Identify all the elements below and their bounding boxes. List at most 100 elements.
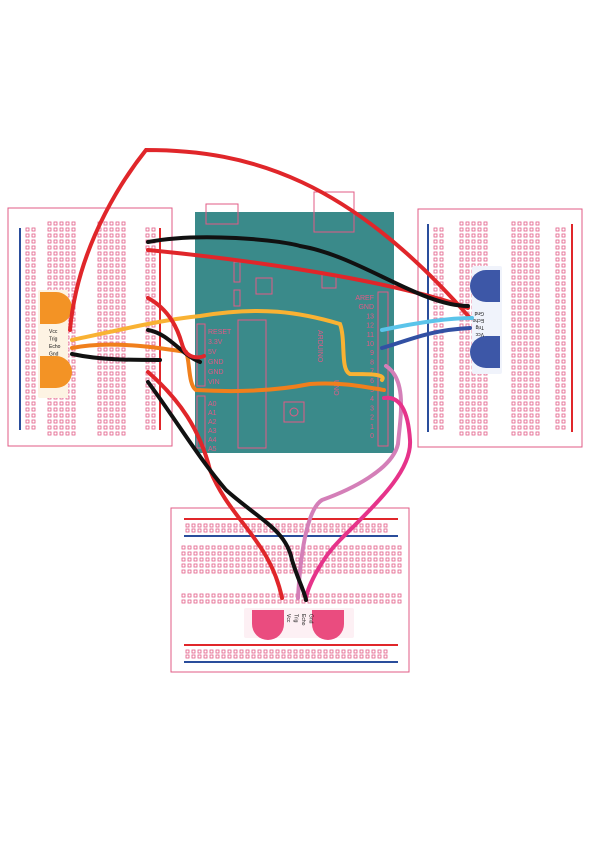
breadboard-hole — [215, 528, 220, 533]
breadboard-hole — [217, 557, 222, 562]
breadboard-hole — [307, 563, 312, 568]
breadboard-hole — [477, 389, 482, 394]
breadboard-hole — [251, 523, 256, 528]
breadboard-hole — [121, 299, 126, 304]
breadboard-hole — [197, 649, 202, 654]
breadboard-hole — [115, 365, 120, 370]
breadboard-hole — [115, 239, 120, 244]
breadboard-hole — [483, 233, 488, 238]
pin-label: GND — [208, 359, 224, 366]
breadboard-hole — [465, 281, 470, 286]
breadboard-hole — [59, 227, 64, 232]
breadboard-hole — [187, 557, 192, 562]
breadboard-hole — [335, 654, 340, 659]
breadboard-hole — [535, 401, 540, 406]
breadboard-hole — [115, 347, 120, 352]
breadboard-hole — [471, 377, 476, 382]
breadboard-hole — [523, 353, 528, 358]
breadboard-hole — [65, 263, 70, 268]
breadboard-hole — [205, 557, 210, 562]
breadboard-hole — [439, 377, 444, 382]
breadboard-hole — [459, 299, 464, 304]
breadboard-hole — [109, 419, 114, 424]
breadboard-hole — [379, 563, 384, 568]
breadboard-hole — [555, 263, 560, 268]
breadboard-hole — [555, 257, 560, 262]
breadboard-hole — [561, 287, 566, 292]
breadboard-hole — [433, 227, 438, 232]
breadboard-hole — [151, 305, 156, 310]
breadboard-hole — [121, 281, 126, 286]
breadboard-hole — [517, 299, 522, 304]
breadboard-hole — [287, 528, 292, 533]
breadboard-hole — [529, 359, 534, 364]
breadboard-hole — [115, 395, 120, 400]
breadboard-hole — [535, 365, 540, 370]
breadboard-hole — [465, 389, 470, 394]
breadboard-hole — [115, 305, 120, 310]
breadboard-hole — [59, 233, 64, 238]
sensor-pin-label: Echo — [300, 614, 306, 626]
breadboard-hole — [439, 263, 444, 268]
breadboard-hole — [477, 233, 482, 238]
breadboard-hole — [511, 353, 516, 358]
breadboard-hole — [145, 353, 150, 358]
breadboard-hole — [535, 413, 540, 418]
breadboard-hole — [121, 413, 126, 418]
pin-label: 9 — [370, 350, 374, 357]
breadboard-hole — [349, 551, 354, 556]
breadboard-hole — [361, 563, 366, 568]
breadboard-hole — [241, 545, 246, 550]
breadboard-hole — [25, 347, 30, 352]
breadboard-hole — [439, 239, 444, 244]
breadboard-hole — [71, 413, 76, 418]
breadboard-hole — [367, 545, 372, 550]
breadboard-hole — [223, 569, 228, 574]
breadboard-hole — [277, 557, 282, 562]
breadboard-hole — [347, 654, 352, 659]
breadboard-hole — [115, 263, 120, 268]
breadboard-hole — [263, 528, 268, 533]
breadboard-hole — [269, 654, 274, 659]
breadboard-hole — [561, 227, 566, 232]
breadboard-hole — [517, 341, 522, 346]
breadboard-hole — [459, 407, 464, 412]
breadboard-hole — [31, 365, 36, 370]
breadboard-hole — [121, 425, 126, 430]
breadboard-hole — [517, 257, 522, 262]
breadboard-hole — [121, 347, 126, 352]
breadboard-hole — [193, 569, 198, 574]
breadboard-hole — [115, 287, 120, 292]
breadboard-hole — [337, 593, 342, 598]
breadboard-hole — [251, 649, 256, 654]
breadboard-hole — [471, 251, 476, 256]
breadboard-hole — [109, 395, 114, 400]
breadboard-hole — [459, 365, 464, 370]
breadboard-hole — [511, 347, 516, 352]
breadboard-hole — [31, 227, 36, 232]
breadboard-hole — [561, 335, 566, 340]
breadboard-hole — [385, 557, 390, 562]
breadboard-hole — [391, 551, 396, 556]
breadboard-hole — [465, 239, 470, 244]
breadboard-hole — [477, 227, 482, 232]
breadboard-hole — [385, 569, 390, 574]
breadboard-hole — [511, 335, 516, 340]
breadboard-hole — [121, 383, 126, 388]
breadboard-hole — [299, 649, 304, 654]
breadboard-hole — [53, 239, 58, 244]
breadboard-hole — [59, 281, 64, 286]
breadboard-hole — [517, 245, 522, 250]
breadboard-hole — [555, 275, 560, 280]
breadboard-hole — [517, 353, 522, 358]
breadboard-hole — [439, 323, 444, 328]
breadboard-hole — [103, 233, 108, 238]
breadboard-hole — [203, 654, 208, 659]
breadboard-hole — [529, 401, 534, 406]
sensor-pin-label: Gnd — [474, 310, 484, 316]
breadboard-hole — [65, 431, 70, 436]
breadboard-hole — [477, 431, 482, 436]
breadboard-hole — [523, 233, 528, 238]
breadboard-hole — [477, 251, 482, 256]
